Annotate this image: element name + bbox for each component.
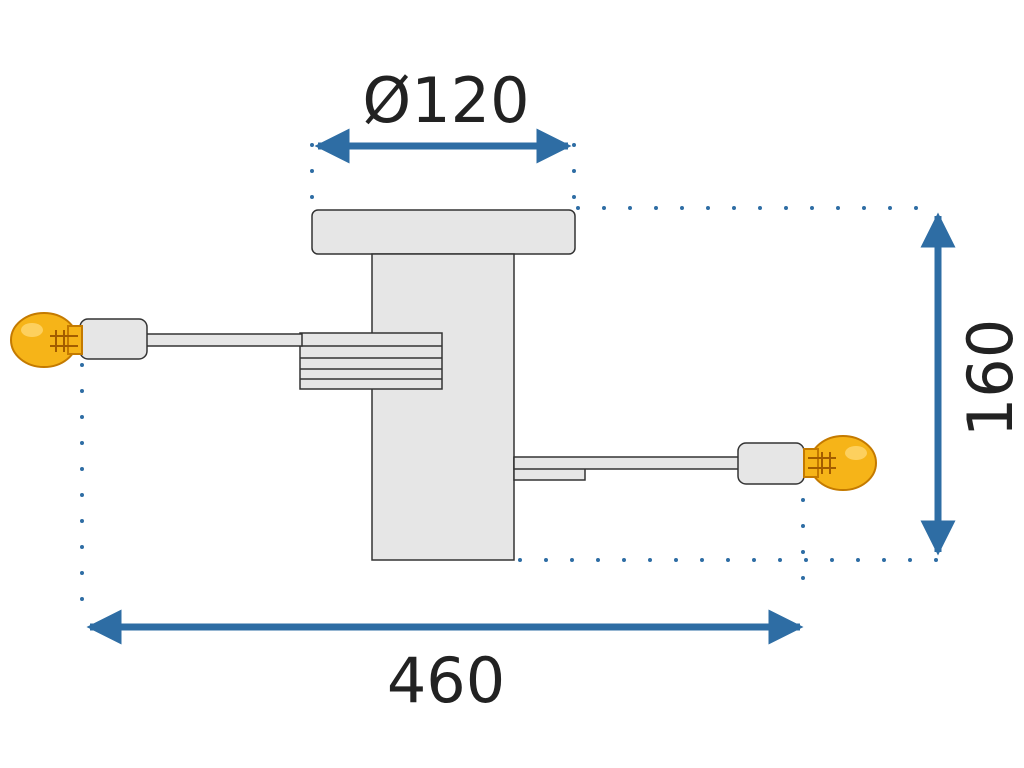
extension-lines <box>80 143 942 612</box>
lamp-fixture <box>79 209 805 561</box>
bulb-left <box>10 312 83 368</box>
left-socket <box>79 318 148 360</box>
bulb-right <box>803 435 877 491</box>
ceiling-canopy <box>311 209 576 255</box>
left-arm-bracket <box>299 332 443 390</box>
dimension-arrows <box>86 128 956 645</box>
right-arm-rod <box>513 456 741 470</box>
left-arm-rod <box>144 333 303 347</box>
diameter-label: Ø120 <box>362 64 529 137</box>
height-label: 160 <box>954 319 1024 437</box>
right-socket <box>737 442 805 485</box>
width-label: 460 <box>387 644 505 717</box>
central-column <box>371 253 515 561</box>
